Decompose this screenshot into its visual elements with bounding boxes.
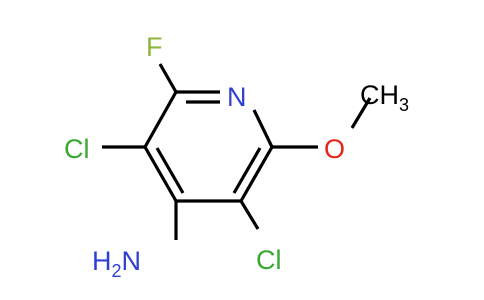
pyridine-ring: [143, 90, 274, 203]
bond-o-ch3: [350, 97, 372, 129]
atom-chlorine-right: Cl: [256, 245, 282, 275]
atom-nitrogen: N: [227, 82, 247, 112]
substituent-bonds: [102, 63, 372, 240]
amine-subscript: 2: [112, 261, 122, 281]
bond-n1-c6: [252, 109, 274, 148]
bond-c2-f: [158, 63, 178, 93]
bond-c6-c5-inner: [232, 147, 262, 194]
atom-methyl: CH3: [360, 80, 409, 115]
bond-c3-c2: [143, 91, 178, 148]
atom-labels: F N O CH3 Cl Cl H2N: [64, 32, 409, 281]
bond-c5-cl: [239, 200, 260, 230]
bond-c6-c5: [239, 146, 274, 202]
methyl-subscript: 3: [399, 95, 409, 115]
atom-fluorine: F: [146, 32, 163, 62]
atom-chlorine-left: Cl: [64, 134, 90, 164]
bond-c4-c3-inner: [155, 147, 185, 194]
methyl-symbol: CH: [360, 80, 399, 110]
amine-hydrogen: H: [92, 246, 112, 276]
atom-oxygen: O: [324, 134, 345, 164]
atom-amine: H2N: [92, 246, 141, 281]
amine-nitrogen: N: [122, 246, 142, 276]
bond-c4-c3: [143, 146, 178, 202]
